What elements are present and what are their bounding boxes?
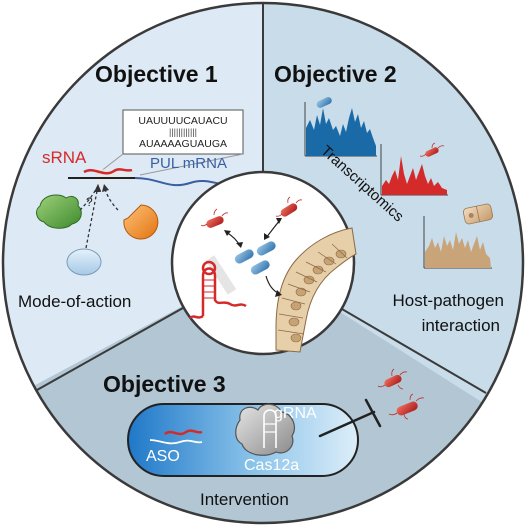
cas12a-label: Cas12a [244,457,299,474]
green-protein [36,194,82,229]
zoom-wedge [96,168,140,184]
sequence-bottom: AUAAAAGUAUGA [139,138,227,150]
aso-label: ASO [146,448,180,465]
grna-label: gRNA [274,405,317,422]
objective-2-title: Objective 2 [274,61,397,87]
center-bacterium-red-2 [275,196,303,217]
srna-strand [83,168,133,175]
objective-1-title: Objective 1 [95,61,218,87]
inhibition-symbol [318,398,382,438]
cas12a-complex [235,403,295,456]
srna-hairpin [189,255,247,320]
pul-mrna-label: PUL mRNA [150,155,227,172]
center-bacterium-red-1 [200,208,229,228]
question-mark: ? [86,195,93,209]
aso-oligo [149,429,203,445]
panel-objective-3 [3,263,523,523]
host-pathogen-caption-line2: interaction [422,316,500,335]
mode-of-action-caption: Mode-of-action [18,292,131,311]
transcriptomics-chart-red [380,144,448,196]
target-bacterium-2 [388,393,425,420]
red-expression-profile [382,156,447,195]
host-pathogen-caption-line1: Host-pathogen [392,291,504,310]
center-arrow-heads [224,218,282,297]
transcriptomics-chart-beige [423,216,492,269]
mini-bacterium-blue [316,97,332,108]
panel-objective-2 [263,3,523,430]
mini-host-cell-beige [462,203,494,225]
srna-label: sRNA [42,148,87,167]
objective-3-title: Objective 3 [103,371,226,397]
sequence-pairs: |||||||||||| [169,127,197,137]
blue-expression-profile [306,108,376,156]
base-pairing-box: UAUUUUCAUACU |||||||||||| AUAAAAGUAUGA [122,109,244,155]
mini-bacterium-red [419,142,445,157]
interaction-arrows [79,185,119,249]
sequence-top: UAUUUUCAUACU [138,115,227,127]
orange-pacman-protein [123,204,159,240]
center-bacteria-blue [234,241,276,275]
intestinal-epithelium [275,227,357,353]
transcriptomics-chart-blue [304,102,377,157]
zoom-line-right [139,153,244,176]
beige-expression-profile [425,232,491,268]
target-bacterium-1 [377,368,408,390]
unknown-factor-oval [66,248,102,276]
intervention-caption: Intervention [200,490,289,509]
arrow-heads [94,184,109,192]
